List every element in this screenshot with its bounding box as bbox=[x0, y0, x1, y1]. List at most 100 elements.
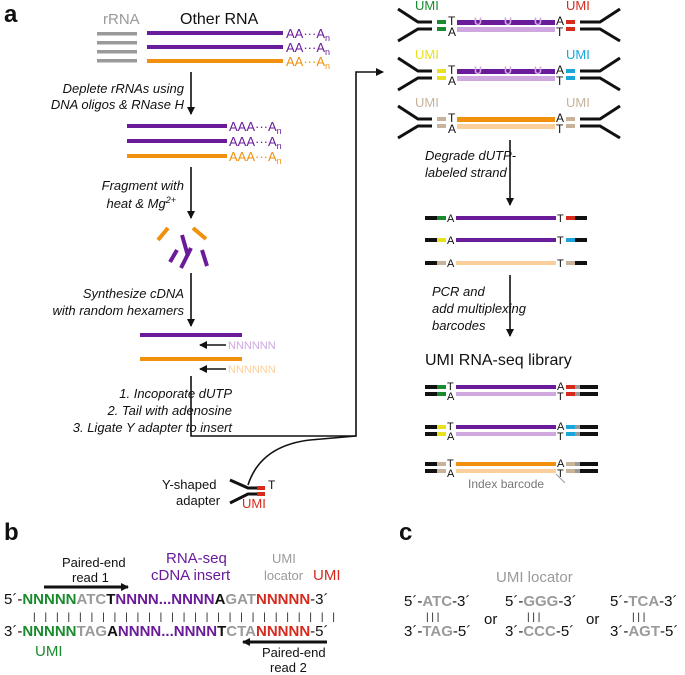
umi-label: UMI bbox=[566, 95, 590, 110]
umi-block bbox=[257, 492, 265, 496]
insert-label-line2: cDNA insert bbox=[151, 567, 231, 584]
u-letter: U bbox=[534, 65, 542, 77]
step-pcr-line1: PCR and bbox=[432, 284, 486, 299]
index-barcode bbox=[575, 425, 580, 429]
umi-block bbox=[566, 261, 575, 265]
hexamer-orange: NNNNNN bbox=[228, 364, 276, 376]
a-letter: A bbox=[447, 235, 455, 247]
t-letter: T bbox=[448, 14, 456, 28]
umi-block bbox=[566, 124, 575, 128]
insert-bottom-strand bbox=[457, 124, 555, 129]
a-letter: A bbox=[447, 391, 455, 403]
list-step-2: 2. Tail with adenosine bbox=[106, 403, 232, 418]
adapter-end bbox=[425, 392, 437, 396]
adapter-umi-label: UMI bbox=[242, 496, 266, 511]
read2-label-line1: Paired-end bbox=[262, 645, 326, 660]
t-letter: T bbox=[557, 235, 564, 247]
t-letter: T bbox=[447, 381, 454, 393]
a-letter: A bbox=[557, 381, 565, 393]
index-barcode bbox=[575, 469, 580, 473]
locator-top-strand: 5´-ATC-3´ bbox=[404, 593, 470, 610]
bottom-strand: 3´-NNNNNTAGANNNN...NNNNTCTANNNNN-5´ bbox=[4, 623, 329, 640]
list-step-1: 1. Incoporate dUTP bbox=[119, 386, 232, 401]
a-letter: A bbox=[447, 431, 455, 443]
polya-tail: AA···An bbox=[286, 40, 330, 57]
u-letter: U bbox=[534, 16, 542, 28]
umi-label: UMI bbox=[566, 47, 590, 62]
polya-tail: AAA···An bbox=[229, 134, 282, 151]
polya-tail: AA···An bbox=[286, 54, 330, 71]
rrna-bar bbox=[97, 41, 137, 45]
umi-block bbox=[566, 385, 575, 389]
locator-option: 5´-GGG-3´| | |3´-CCC-5´ bbox=[505, 593, 577, 640]
adapter-arm bbox=[580, 7, 621, 24]
adapter-end bbox=[580, 425, 598, 429]
locator-bottom-strand: 3´-CCC-5´ bbox=[505, 623, 574, 640]
umi-block bbox=[566, 469, 575, 473]
umi-block bbox=[437, 261, 446, 265]
a-letter: A bbox=[448, 25, 456, 39]
a-letter: A bbox=[556, 63, 564, 77]
locator-options: 5´-ATC-3´| | |3´-TAG-5´5´-GGG-3´| | |3´-… bbox=[404, 593, 678, 640]
strand bbox=[456, 261, 556, 265]
step-fragment-line2: heat & Mg2+ bbox=[106, 195, 176, 211]
panel-a-label: a bbox=[4, 1, 18, 28]
index-barcode-leader bbox=[555, 473, 566, 484]
adapter-end bbox=[425, 261, 437, 265]
t-letter: T bbox=[557, 258, 564, 270]
insert-bottom-strand bbox=[456, 392, 556, 396]
insert-top-strand bbox=[456, 425, 556, 429]
step-degrade-line1: Degrade dUTP- bbox=[425, 148, 517, 163]
rrna-bar bbox=[97, 50, 137, 54]
t-letter: T bbox=[447, 458, 454, 470]
umi-block bbox=[566, 76, 575, 80]
adapter-end bbox=[580, 432, 598, 436]
rrna-group: rRNA bbox=[97, 11, 140, 63]
adapter-end bbox=[575, 216, 587, 220]
locator-top-strand: 5´-GGG-3´ bbox=[505, 593, 577, 610]
rrna-bar bbox=[97, 59, 137, 63]
rna-fragments bbox=[156, 226, 209, 269]
t-letter: T bbox=[557, 468, 564, 480]
adapter-end bbox=[575, 238, 587, 242]
read1-label-line2: read 1 bbox=[72, 570, 109, 585]
umi-block bbox=[437, 69, 446, 73]
step-cdna-line2: with random hexamers bbox=[53, 303, 185, 318]
adapter-end bbox=[425, 238, 437, 242]
locator-option: 5´-TCA-3´| | |3´-AGT-5´ bbox=[610, 593, 678, 640]
y-adapter: Y-shaped adapter T UMI bbox=[162, 477, 276, 511]
umi-block bbox=[437, 392, 446, 396]
umi-block bbox=[566, 392, 575, 396]
t-letter: T bbox=[556, 122, 564, 136]
panel-b-label: b bbox=[4, 519, 19, 546]
adapter-arm bbox=[580, 76, 621, 92]
umi-block bbox=[566, 20, 575, 24]
a-letter: A bbox=[447, 213, 455, 225]
adapter-arm bbox=[397, 56, 432, 73]
u-letter: U bbox=[474, 65, 482, 77]
umi-block bbox=[566, 432, 575, 436]
rrna-bar bbox=[97, 32, 137, 36]
fragment bbox=[156, 226, 170, 242]
umi-block bbox=[437, 124, 446, 128]
adapter-arm bbox=[397, 124, 432, 140]
read1-label-line1: Paired-end bbox=[62, 555, 126, 570]
adapter-end bbox=[580, 385, 598, 389]
adapter-end bbox=[580, 462, 598, 466]
insert-bottom-strand bbox=[456, 432, 556, 436]
locator-bottom-strand: 3´-AGT-5´ bbox=[610, 623, 678, 640]
umi-block bbox=[437, 238, 446, 242]
index-barcode bbox=[575, 392, 580, 396]
umi-label: UMI bbox=[566, 0, 590, 13]
umi-block bbox=[437, 216, 446, 220]
umi-label: UMI bbox=[415, 47, 439, 62]
rna-strand-purple bbox=[127, 124, 227, 128]
insert-top-strand bbox=[457, 20, 555, 25]
rna-strand-purple bbox=[147, 31, 283, 35]
u-letter: U bbox=[474, 16, 482, 28]
step-pcr-line3: barcodes bbox=[432, 318, 486, 333]
umi-block bbox=[437, 432, 446, 436]
